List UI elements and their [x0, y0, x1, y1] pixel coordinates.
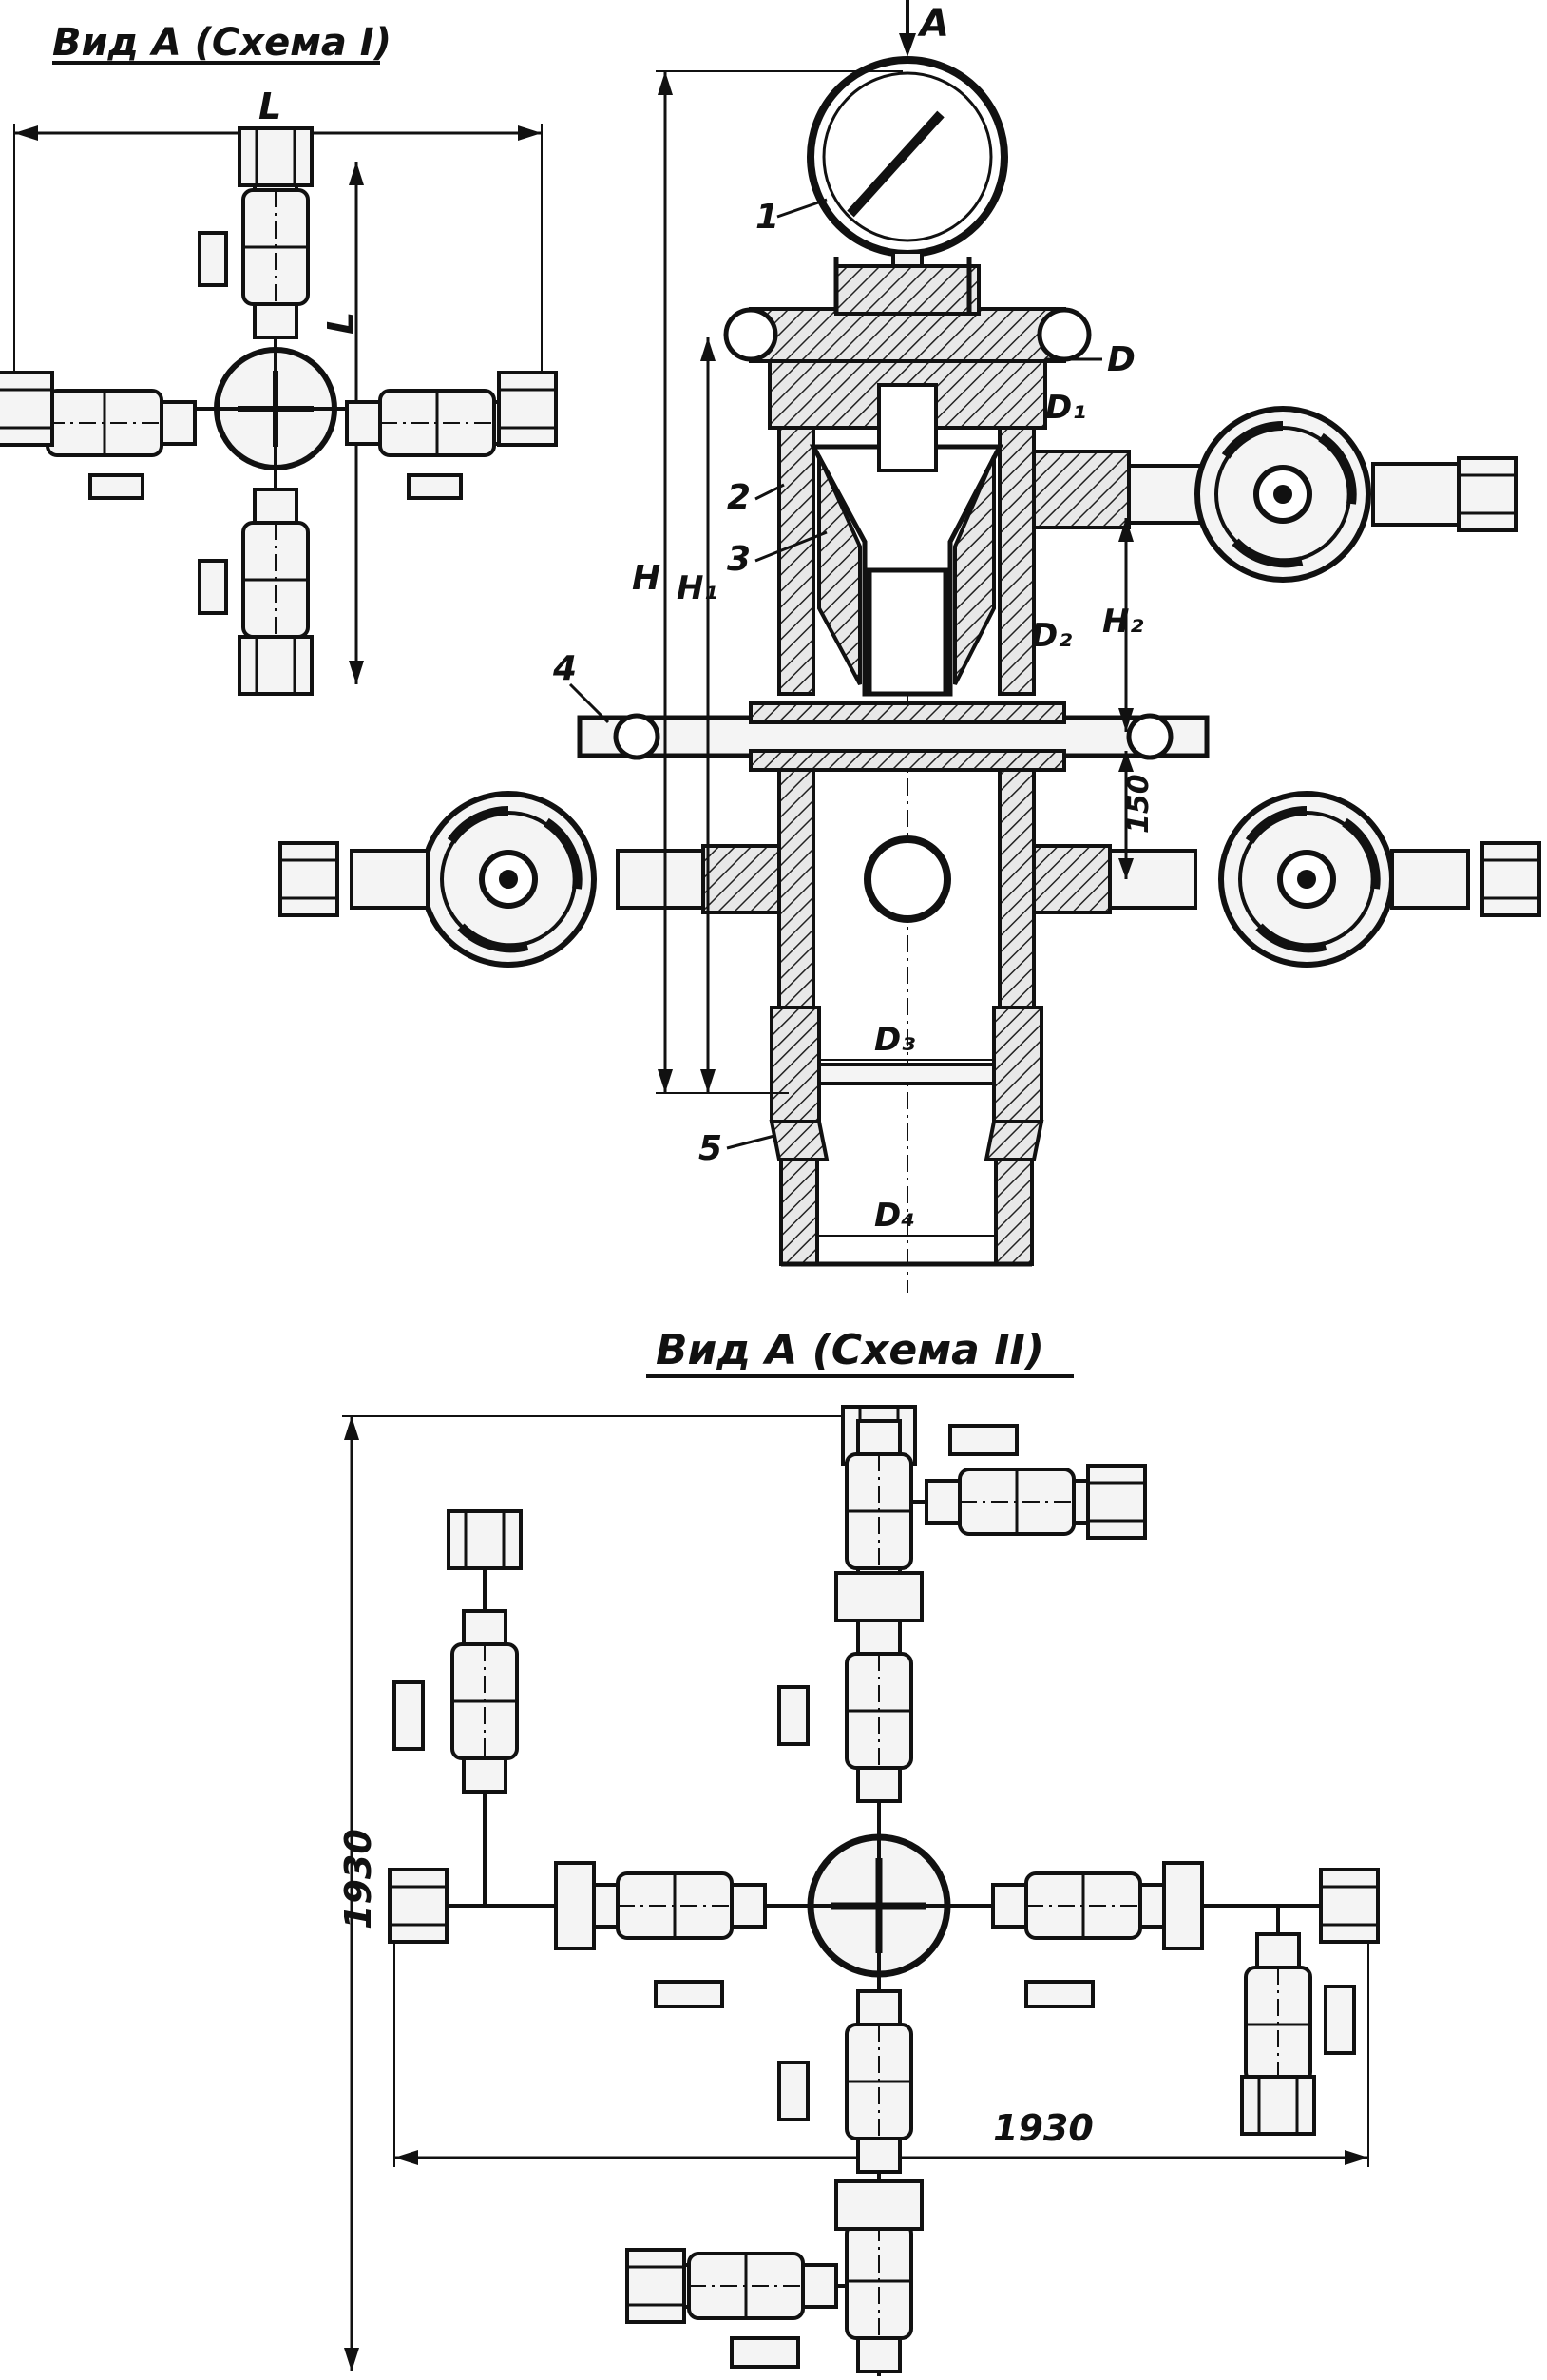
body-wall-right: [998, 426, 1036, 696]
label-H1: H₁: [677, 569, 717, 607]
scheme1-view: Вид А (Схема I) L L: [0, 21, 558, 696]
label-D1: D₁: [1045, 389, 1086, 427]
label-H2: H₂: [1102, 603, 1143, 641]
cap-flange: [749, 307, 1066, 363]
scheme2-valve-branch-left: [450, 1609, 519, 1794]
scheme2-view: Вид А (Схема II) 1930 1930: [337, 1326, 1380, 2376]
view-arrow-label: А: [917, 2, 949, 46]
scheme1-title: Вид А (Схема I): [52, 21, 392, 65]
label-D4: D₄: [874, 1197, 915, 1235]
scheme2-valve-right-1: [991, 1871, 1175, 1940]
scheme2-valve-left-1: [583, 1871, 767, 1940]
pos-5: 5: [698, 1129, 722, 1168]
label-D: D: [1107, 340, 1136, 379]
main-section: А 1 D D₁ 2 3 D₂: [278, 0, 1541, 1293]
label-D2: D₂: [1031, 617, 1072, 655]
scheme1-dim-L-v: L: [320, 312, 362, 335]
scheme2-valve-branch-top: [925, 1468, 1109, 1536]
scheme2-valve-top-2: [845, 1619, 913, 1803]
label-150: 150: [1122, 774, 1155, 834]
scheme1-dim-L-h: L: [258, 86, 281, 127]
scheme2-valve-bottom-1: [845, 1989, 913, 2174]
pos-1: 1: [755, 198, 779, 237]
pos-2: 2: [727, 478, 751, 517]
label-H: H: [632, 559, 660, 598]
pos-4: 4: [552, 649, 577, 688]
wheel-upper-right: [1197, 409, 1368, 580]
label-D3: D₃: [874, 1021, 915, 1059]
wheel-lower-right: [1221, 794, 1392, 965]
wheel-lower-left: [423, 794, 594, 965]
scheme2-title: Вид А (Схема II): [656, 1326, 1044, 1374]
scheme2-dim-h: 1930: [993, 2107, 1094, 2149]
body-wall-left: [777, 426, 815, 696]
pos-3: 3: [727, 540, 751, 579]
scheme2-dim-v: 1930: [337, 1829, 379, 1929]
